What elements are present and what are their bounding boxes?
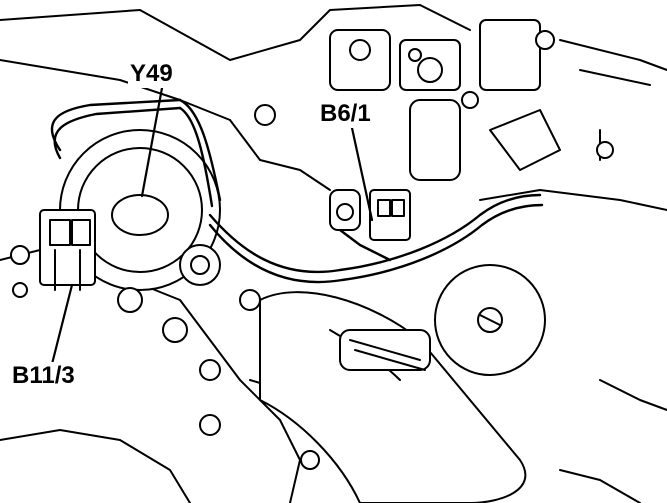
callout-b11-3: B11/3: [10, 362, 77, 390]
callout-y49: Y49: [128, 60, 175, 88]
leader-b11-3: [50, 283, 74, 366]
b11-3-connector: [39, 209, 96, 291]
leader-b6-1: [350, 126, 374, 222]
leader-y49: [140, 86, 164, 198]
callout-b6-1: B6/1: [318, 100, 373, 128]
coolant-hose: [259, 291, 527, 503]
misc-bolts: [10, 104, 320, 470]
y49-component: [59, 129, 221, 291]
b6-1-connector: [329, 189, 411, 241]
wiring-harness: [50, 98, 544, 284]
leader-lines: [50, 86, 374, 366]
thermostat-housing: [434, 264, 546, 376]
manifold-bolts: [329, 19, 667, 181]
